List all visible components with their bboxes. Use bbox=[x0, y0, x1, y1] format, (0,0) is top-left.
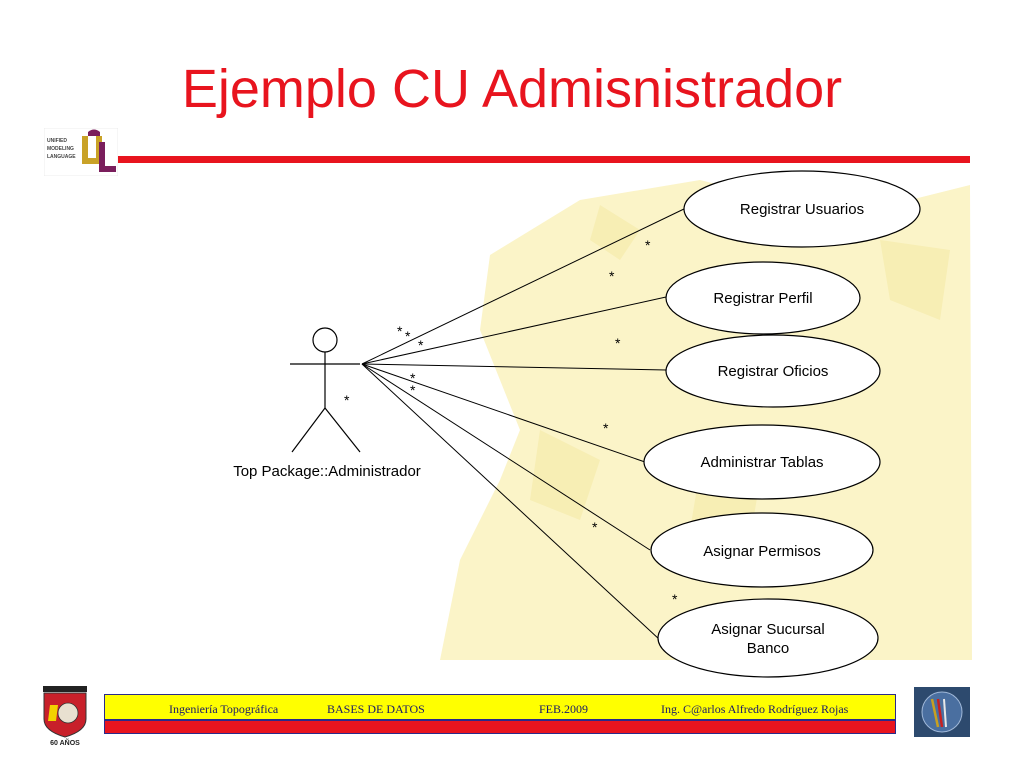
footer-date: FEB.2009 bbox=[539, 702, 589, 716]
use-case-label: Administrar Tablas bbox=[700, 454, 823, 471]
actor-label: Top Package::Administrador bbox=[233, 463, 421, 480]
multiplicity-labels: * * * * * * * * * * * * bbox=[344, 237, 678, 607]
actor-head bbox=[312, 327, 338, 353]
use-case-label: Registrar Usuarios bbox=[740, 201, 864, 218]
association-administrar-tablas bbox=[361, 363, 646, 463]
faculty-logo-icon bbox=[914, 687, 970, 737]
footer-course: Ingeniería Topográfica bbox=[169, 702, 279, 716]
multiplicity-uc1-far: * bbox=[645, 237, 651, 253]
footer-subject: BASES DE DATOS bbox=[327, 702, 425, 716]
title-rule bbox=[118, 156, 970, 163]
use-case-label: Asignar Permisos bbox=[703, 543, 821, 560]
association-registrar-perfil bbox=[361, 296, 667, 365]
multiplicity-uc5-far: * bbox=[592, 519, 598, 535]
footer-yellow-bar: Ingeniería Topográfica BASES DE DATOS FE… bbox=[104, 694, 896, 720]
logo-line-1: UNIFIED bbox=[47, 138, 67, 144]
crest-text: 60 AÑOS bbox=[50, 738, 80, 747]
multiplicity-uc2-far: * bbox=[609, 268, 615, 284]
use-case-label: Registrar Oficios bbox=[718, 363, 829, 380]
use-case-diagram: Top Package::Administrador * * * * * * *… bbox=[233, 170, 972, 678]
association-registrar-usuarios bbox=[361, 207, 687, 365]
multiplicity-uc3-near: * bbox=[418, 337, 424, 353]
footer-band: Ingeniería Topográfica BASES DE DATOS FE… bbox=[104, 694, 896, 736]
multiplicity-uc1-near: * bbox=[397, 323, 403, 339]
use-case-label: Registrar Perfil bbox=[713, 290, 812, 307]
page-title: Ejemplo CU Admisnistrador bbox=[181, 59, 843, 119]
use-case-registrar-usuarios: Registrar Usuarios bbox=[683, 170, 921, 248]
multiplicity-uc4-near: * bbox=[410, 370, 416, 386]
multiplicity-uc4-far: * bbox=[603, 420, 609, 436]
use-case-administrar-tablas: Administrar Tablas bbox=[643, 424, 881, 500]
associations bbox=[361, 207, 687, 641]
use-case-label-line2: Banco bbox=[747, 640, 790, 657]
multiplicity-uc6-far: * bbox=[672, 591, 678, 607]
use-case-registrar-perfil: Registrar Perfil bbox=[665, 261, 861, 335]
use-case-asignar-sucursal-banco: Asignar Sucursal Banco bbox=[657, 598, 879, 678]
logo-line-2: MODELING bbox=[47, 146, 74, 152]
university-crest-icon: 60 AÑOS bbox=[43, 686, 87, 747]
association-registrar-oficios bbox=[361, 363, 667, 371]
multiplicity-uc6-near: * bbox=[344, 392, 350, 408]
use-case-asignar-permisos: Asignar Permisos bbox=[650, 512, 874, 588]
footer-red-stripe bbox=[104, 720, 896, 734]
actor-administrador bbox=[290, 327, 361, 453]
use-case-label: Asignar Sucursal bbox=[711, 621, 824, 638]
uml-logo-icon: UNIFIED MODELING LANGUAGE bbox=[44, 128, 118, 176]
multiplicity-uc3-far: * bbox=[615, 335, 621, 351]
footer-author: Ing. C@arlos Alfredo Rodríguez Rojas bbox=[661, 702, 849, 716]
logo-line-3: LANGUAGE bbox=[47, 154, 76, 160]
association-asignar-permisos bbox=[361, 363, 651, 551]
use-case-registrar-oficios: Registrar Oficios bbox=[665, 334, 881, 408]
multiplicity-uc2-near: * bbox=[405, 328, 411, 344]
multiplicity-uc5-near: * bbox=[410, 382, 416, 398]
association-asignar-sucursal-banco bbox=[361, 363, 661, 641]
